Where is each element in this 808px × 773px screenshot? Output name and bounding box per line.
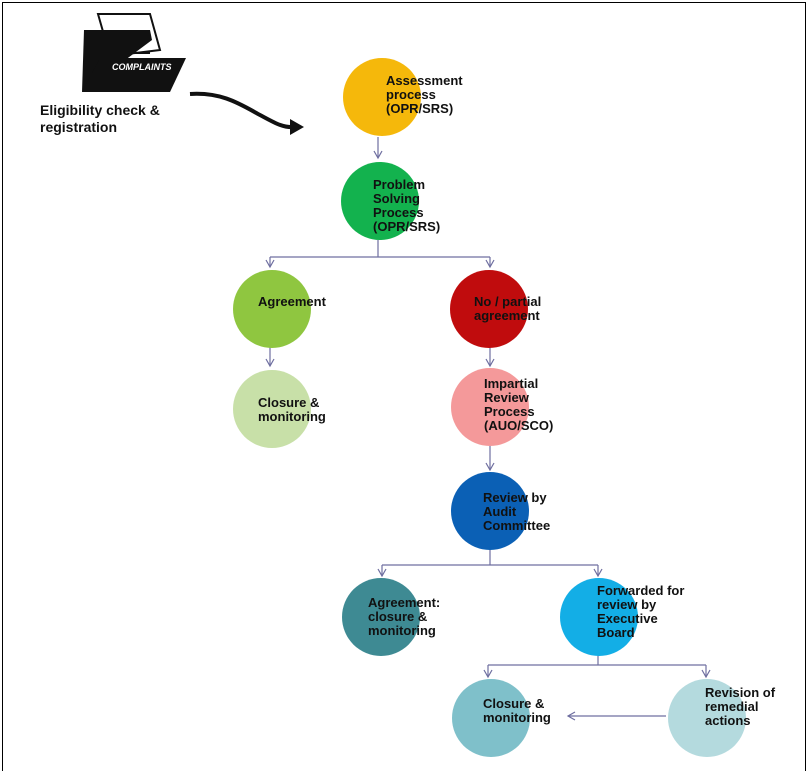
eligibility-registration-label: Eligibility check & registration (40, 102, 160, 135)
intake-arrow (189, 91, 304, 135)
closure-monitoring-node-2 (452, 679, 530, 757)
review-audit-committee-label: Review by Audit Committee (483, 490, 551, 533)
assessment-label: Assessment process (OPR/SRS) (386, 73, 463, 116)
impartial-review-label: Impartial Review Process (AUO/SCO) (484, 376, 554, 433)
agreement-label: Agreement (258, 294, 326, 309)
no-partial-agreement-node (450, 270, 528, 348)
closure-monitoring-node-1 (233, 370, 311, 448)
closure-monitoring-label-2: Closure & monitoring (483, 696, 551, 725)
forwarded-executive-board-label: Forwarded for review by Executive Board (597, 583, 685, 640)
problem-solving-node (341, 162, 419, 240)
revision-remedial-actions-label: Revision of remedial actions (705, 685, 776, 728)
assessment-node (343, 58, 421, 136)
forwarded-executive-board-node (560, 578, 638, 656)
agreement-node (233, 270, 311, 348)
folder-tab-text: COMPLAINTS (112, 62, 172, 72)
impartial-review-node (451, 368, 529, 446)
agreement-closure-label: Agreement: closure & monitoring (368, 595, 441, 638)
no-partial-agreement-label: No / partial agreement (474, 294, 542, 323)
connectors (265, 137, 711, 721)
review-audit-committee-node (451, 472, 529, 550)
agreement-closure-node (342, 578, 420, 656)
problem-solving-label: Problem Solving Process (OPR/SRS) (373, 177, 441, 234)
complaints-folder-icon: COMPLAINTS (82, 13, 186, 92)
revision-remedial-actions-node (668, 679, 746, 757)
closure-monitoring-label-1: Closure & monitoring (258, 395, 326, 424)
